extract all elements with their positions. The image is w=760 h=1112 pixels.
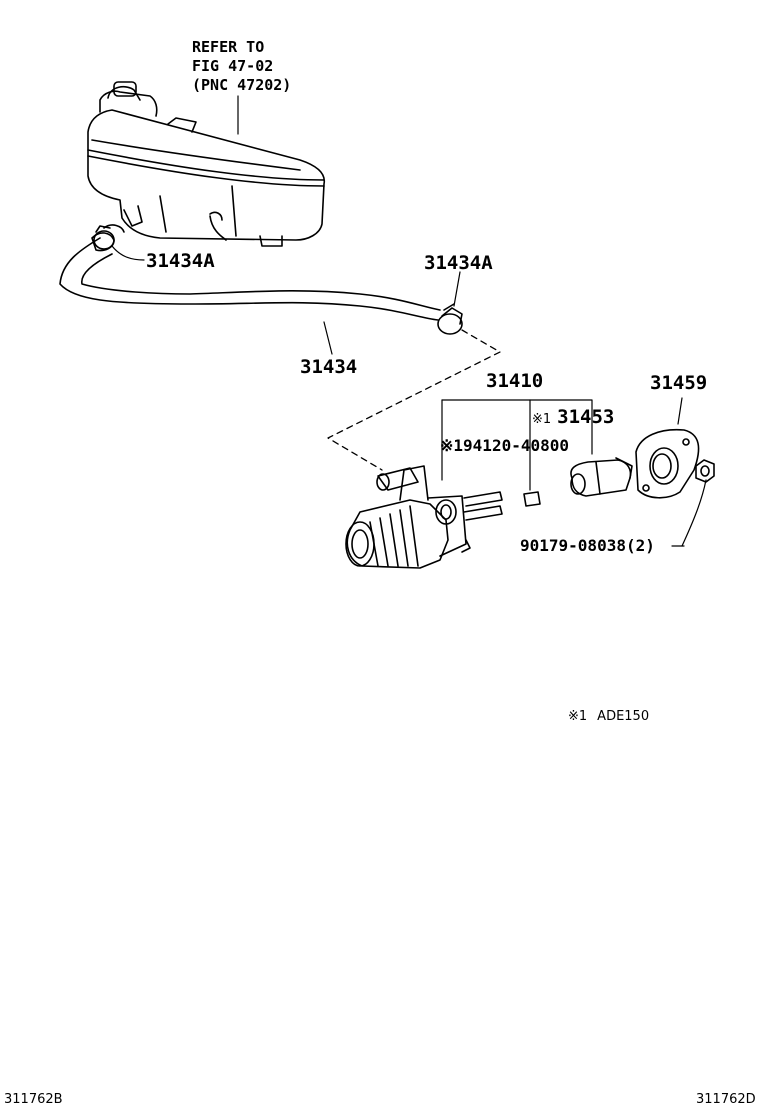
leader-lines (111, 95, 707, 547)
reference-note-line-2: FIG 47-02 (192, 57, 274, 75)
part-number-clutch-master-cylinder: 31410 (486, 370, 544, 392)
part-number-gasket: 31459 (650, 372, 708, 394)
master-cylinder-drawing (345, 465, 503, 569)
illustration-code-left: 311762B (4, 1092, 63, 1107)
nut-drawing (695, 459, 715, 483)
part-number-switch: 31453 (557, 406, 615, 428)
switch-mark: ※1 (532, 412, 552, 427)
part-number-switch-group: ※1 31453 (532, 406, 614, 428)
footnote: ※1 ADE150 (568, 709, 649, 724)
switch-drawing (570, 457, 633, 497)
part-number-nut: 90179-08038(2) (520, 536, 655, 555)
reference-note-line-3: (PNC 47202) (192, 76, 292, 94)
plug-drawing (523, 491, 541, 507)
footnote-text: ADE150 (597, 709, 650, 724)
part-number-hose-clamp-right: 31434A (424, 252, 493, 274)
part-number-hose: 31434 (300, 356, 358, 378)
part-number-hose-clamp-left: 31434A (146, 250, 215, 272)
hose-clamp-drawing (93, 225, 463, 335)
dashed-guide-lines (327, 329, 501, 471)
gasket-drawing (635, 428, 700, 499)
part-number-plug: ※194120-40800 (440, 436, 569, 455)
reference-note: REFER TO FIG 47-02 (PNC 47202) (192, 38, 291, 95)
illustration-code-right: 311762D (696, 1092, 756, 1107)
reservoir-tank-drawing (87, 81, 326, 247)
footnote-mark: ※1 (568, 709, 588, 724)
reference-note-line-1: REFER TO (192, 38, 265, 56)
